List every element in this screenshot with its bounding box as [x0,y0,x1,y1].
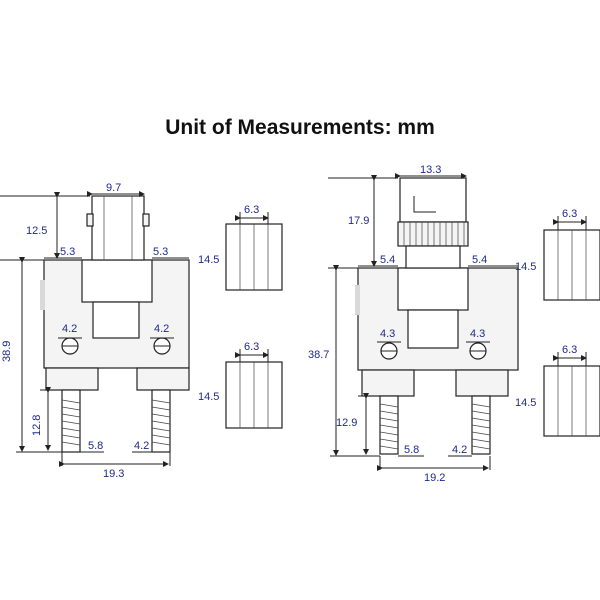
dim-left-hole-left: 4.2 [62,323,77,335]
dim-left-top-width: 9.7 [106,182,121,194]
right-connector: 13.3 17.9 5.4 5.4 38.7 4.3 4.3 12.9 5.8 … [308,164,519,484]
block-3: 6.3 14.5 [515,208,600,301]
dim-right-pin-height: 12.9 [336,417,357,429]
block-4: 6.3 14.5 [515,344,600,437]
left-top-barrel [91,195,145,261]
dim-right-hole-left: 4.3 [380,328,395,340]
dim-left-pin-width: 5.8 [88,440,103,452]
dim-right-total-height: 38.7 [308,349,329,361]
dim-right-pin-gap: 4.2 [452,444,467,456]
dim-right-pin-span: 19.2 [424,472,445,484]
right-bayonet-sleeve [399,177,467,223]
block-1: 6.3 14.5 [198,204,283,291]
dim-left-pin-gap: 4.2 [134,440,149,452]
dim-block1-height: 14.5 [198,254,219,266]
dim-right-hole-right: 4.3 [470,328,485,340]
dim-right-pin-width: 5.8 [404,444,419,456]
dim-block3-height: 14.5 [515,261,536,273]
dim-right-top-width: 13.3 [420,164,441,176]
dim-left-hole-right: 4.2 [154,323,169,335]
dim-right-shoulder-left: 5.4 [380,254,395,266]
left-connector: 9.7 12.5 5.3 5.3 38.9 4.2 4.2 12.8 5.8 4… [0,182,190,480]
dim-block3-width: 6.3 [562,208,577,220]
dim-right-top-height: 17.9 [348,215,369,227]
dim-block2-height: 14.5 [198,391,219,403]
dim-left-pin-height: 12.8 [31,415,43,436]
dim-block1-width: 6.3 [244,204,259,216]
right-neck [397,267,469,311]
right-knurled-ring [397,221,469,247]
dim-block2-width: 6.3 [244,341,259,353]
dim-block4-height: 14.5 [515,397,536,409]
block-2: 6.3 14.5 [198,341,283,429]
dim-right-shoulder-right: 5.4 [472,254,487,266]
dim-left-pin-span: 19.3 [103,468,124,480]
dim-left-shoulder-left: 5.3 [60,246,75,258]
dim-left-total-height: 38.9 [1,341,13,362]
dim-block4-width: 6.3 [562,344,577,356]
page-title: Unit of Measurements: mm [165,116,435,139]
left-neck [81,259,153,303]
dim-left-top-height: 12.5 [26,225,47,237]
dim-left-shoulder-right: 5.3 [153,246,168,258]
